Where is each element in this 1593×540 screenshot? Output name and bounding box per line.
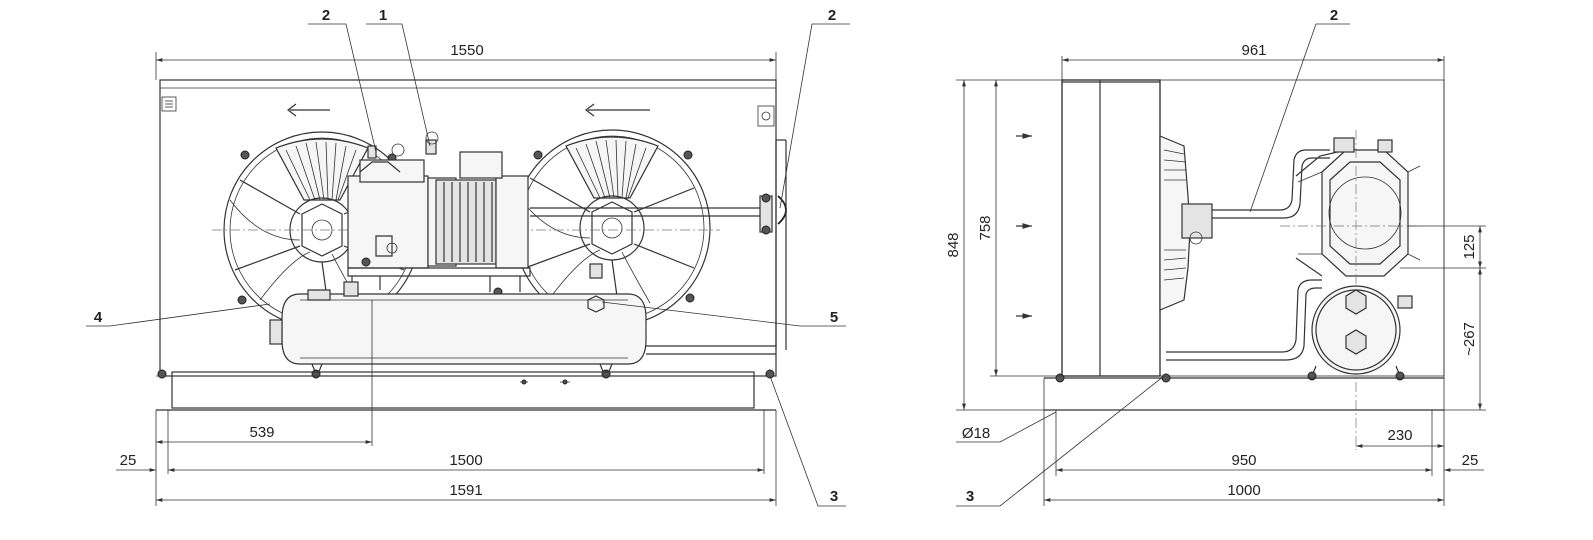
dim-1550: 1550	[450, 42, 483, 59]
receiver-tank	[269, 263, 776, 379]
side-dimensions: 961 848 758 125 ~267 230 950 25 1000	[945, 42, 1486, 502]
base-frame	[156, 369, 776, 411]
fan-side	[1159, 135, 1213, 311]
compressor	[347, 131, 531, 297]
callout-2-side: 2	[1330, 7, 1338, 24]
front-callouts: 2 1 2 4 5 3	[86, 7, 850, 507]
receiver-side	[1307, 285, 1413, 381]
dim-front-25: 25	[120, 452, 137, 469]
side-callouts: 2 3	[956, 7, 1350, 507]
side-view: 961 848 758 125 ~267 230 950 25 1000	[945, 7, 1486, 507]
dim-diameter-18: Ø18	[962, 425, 990, 442]
dim-848: 848	[945, 232, 962, 257]
callout-2-pipe: 2	[828, 7, 836, 24]
callout-4: 4	[94, 309, 103, 326]
dim-267: ~267	[1461, 322, 1478, 356]
condenser-coil	[1061, 79, 1161, 377]
callout-3-side: 3	[966, 488, 974, 505]
dim-1500: 1500	[449, 452, 482, 469]
front-dimensions: 1550 539 25 1500 1591	[116, 42, 777, 506]
callout-3-front: 3	[830, 488, 838, 505]
dim-230: 230	[1387, 427, 1412, 444]
dim-1591: 1591	[449, 482, 482, 499]
fan-left	[223, 131, 421, 329]
dim-125: 125	[1461, 234, 1478, 259]
dim-961: 961	[1241, 42, 1266, 59]
airflow-arrow-left	[287, 103, 330, 117]
corner-symbol-right	[757, 105, 775, 127]
motor-fins	[435, 179, 497, 265]
callout-1: 1	[379, 7, 387, 24]
dim-1000: 1000	[1227, 482, 1260, 499]
dim-539: 539	[249, 424, 274, 441]
compressor-side	[1295, 137, 1421, 277]
corner-symbol-left	[161, 96, 177, 112]
dim-side-25: 25	[1462, 452, 1479, 469]
callout-2-compressor: 2	[322, 7, 330, 24]
callout-5: 5	[830, 309, 838, 326]
dim-950: 950	[1231, 452, 1256, 469]
dim-758: 758	[977, 215, 994, 240]
front-view: 1550 539 25 1500 1591 2 1 2 4	[86, 7, 850, 507]
airflow-arrow-right	[585, 103, 650, 117]
